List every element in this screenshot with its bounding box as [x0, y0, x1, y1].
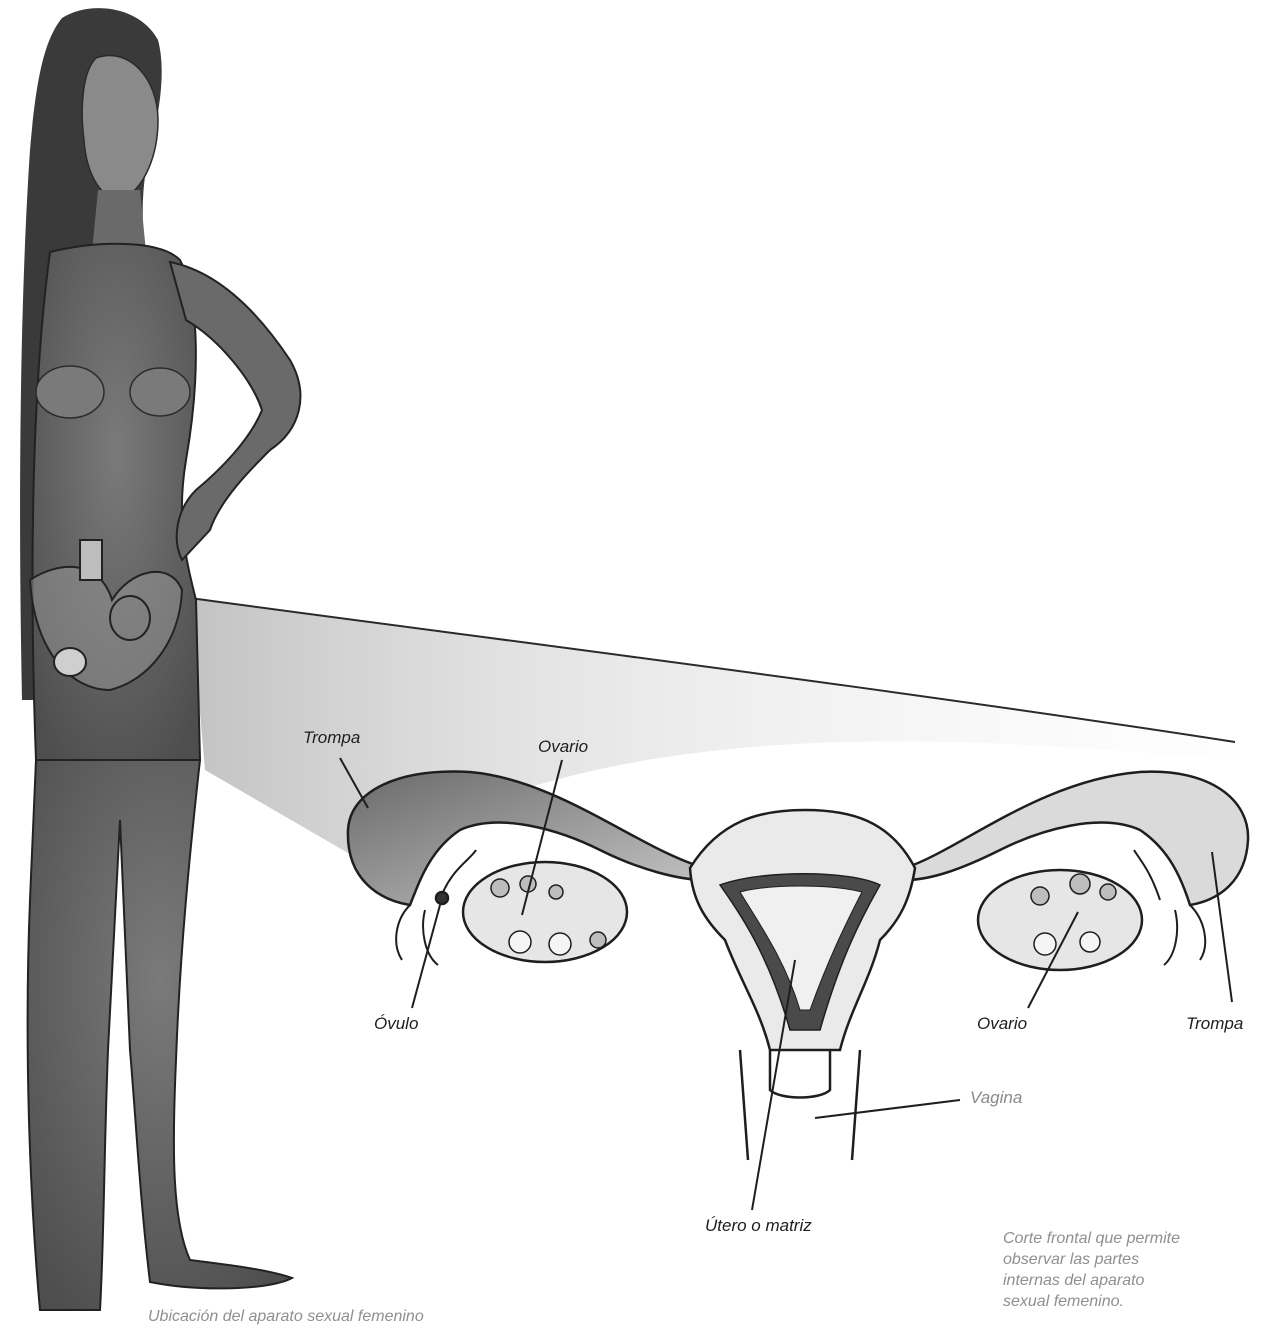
- label-vagina: Vagina: [970, 1088, 1022, 1108]
- label-ovario-right: Ovario: [977, 1014, 1027, 1034]
- label-trompa-right: Trompa: [1186, 1014, 1243, 1034]
- face: [82, 56, 158, 200]
- neck: [92, 190, 146, 252]
- breast-right: [130, 368, 190, 416]
- label-ovulo: Óvulo: [374, 1014, 418, 1034]
- caption-figure-location-text: Ubicación del aparato sexual femenino: [148, 1306, 424, 1327]
- label-utero: Útero o matriz: [705, 1216, 812, 1236]
- breast-left: [36, 366, 104, 418]
- caption-figure-location: Ubicación del aparato sexual femenino: [148, 1306, 424, 1327]
- ovary-right: [978, 870, 1142, 970]
- leader-ovulo: [412, 905, 440, 1008]
- caption-cross-section: Corte frontal que permite observar las p…: [1003, 1228, 1180, 1312]
- leader-vagina: [815, 1100, 960, 1118]
- uterus-cross-section: [348, 772, 1248, 1160]
- vagina-walls: [740, 1050, 860, 1160]
- label-trompa-left: Trompa: [303, 728, 360, 748]
- caption-line-1: Corte frontal que permite: [1003, 1228, 1180, 1249]
- caption-line-3: internas del aparato: [1003, 1270, 1180, 1291]
- ovum: [436, 892, 448, 904]
- label-ovario-left: Ovario: [538, 737, 588, 757]
- caption-line-2: observar las partes: [1003, 1249, 1180, 1270]
- caption-line-4: sexual femenino.: [1003, 1291, 1180, 1312]
- legs: [28, 760, 292, 1310]
